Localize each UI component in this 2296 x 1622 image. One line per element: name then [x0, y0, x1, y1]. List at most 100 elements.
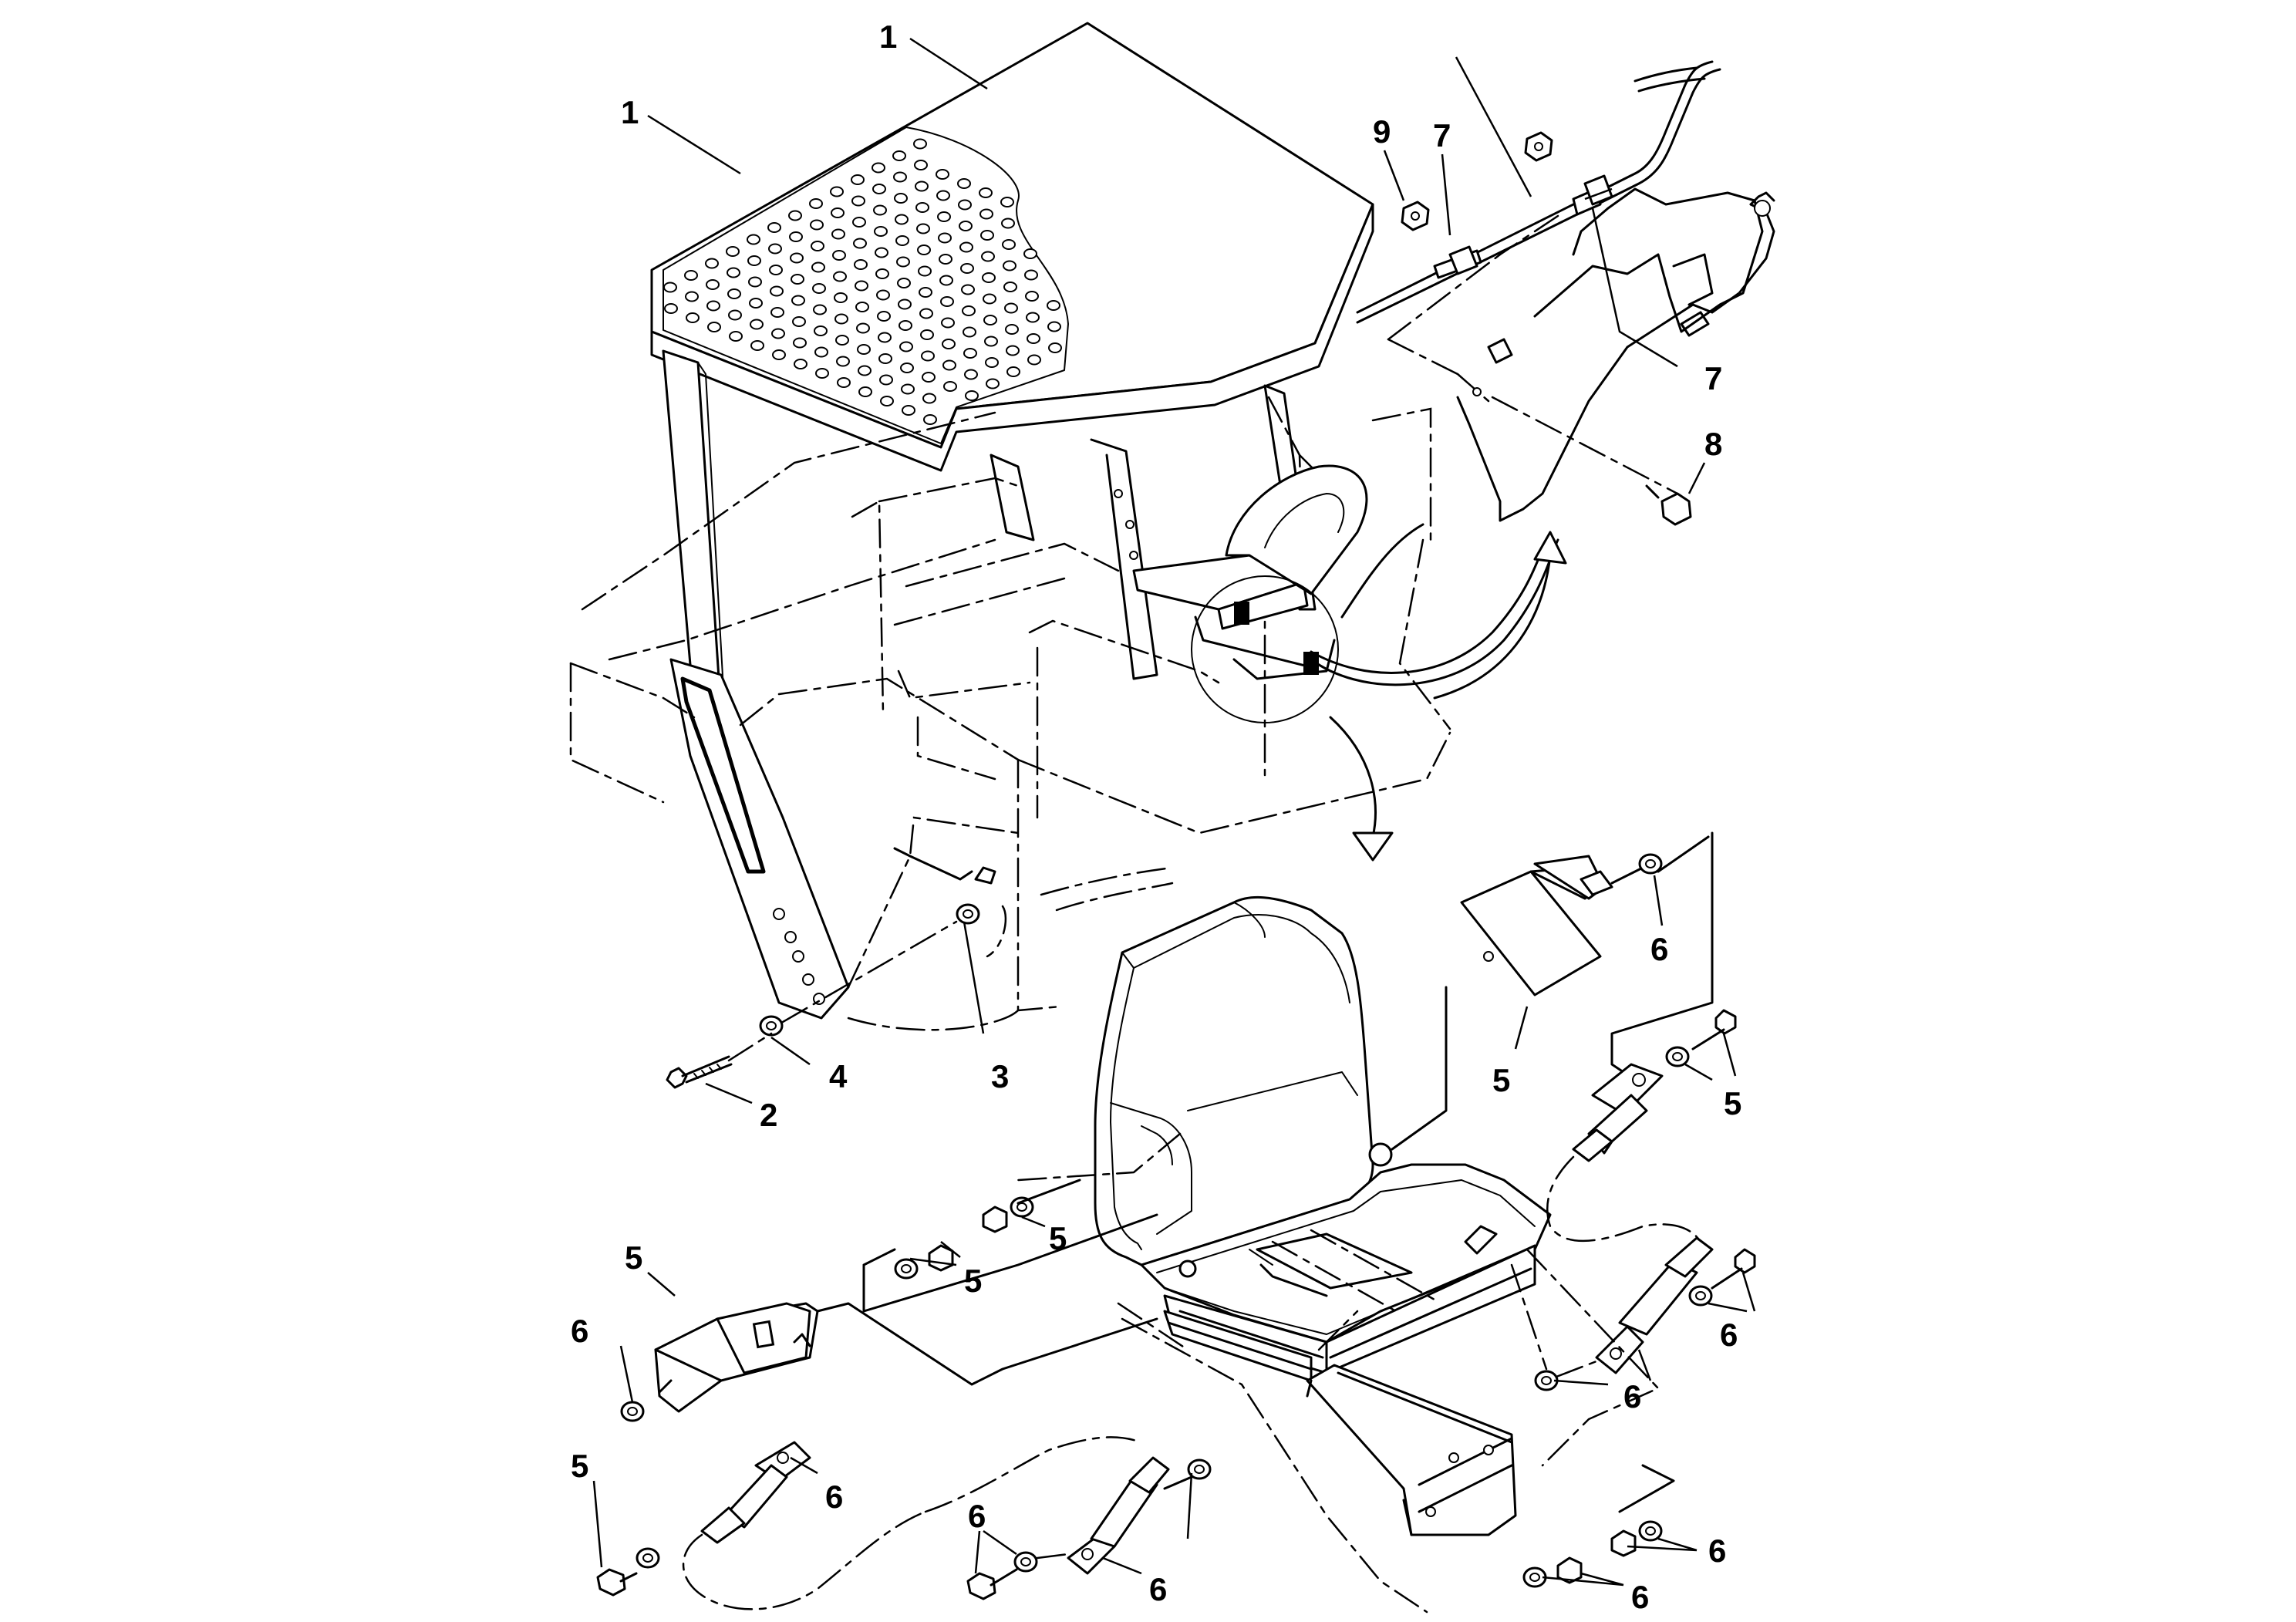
perforation-hole	[1026, 312, 1040, 323]
seat-belt-left	[596, 1436, 1212, 1610]
perforation-hole	[750, 340, 764, 351]
perforation-hole	[985, 357, 999, 368]
perforation-hole	[917, 244, 931, 255]
callout-5-center-b: 5	[964, 1263, 982, 1299]
perforation-hole	[747, 234, 760, 245]
perforation-hole	[832, 250, 846, 261]
callout-6-bottom-left: 6	[968, 1498, 986, 1534]
perforation-hole	[747, 255, 761, 266]
perforation-hole	[1001, 218, 1015, 229]
perforation-hole	[959, 241, 973, 253]
perforation-hole	[727, 267, 740, 278]
perforation-hole	[793, 337, 807, 349]
callout-7-top: 7	[1433, 117, 1451, 153]
perforation-hole	[810, 219, 824, 231]
perforation-hole	[943, 381, 957, 392]
perforation-hole	[1027, 354, 1041, 366]
perforation-hole	[918, 265, 932, 277]
perforation-hole	[705, 258, 719, 269]
perforation-hole	[876, 289, 890, 301]
perforation-hole	[900, 363, 914, 373]
perforation-hole	[813, 304, 827, 315]
perforation-hole	[1000, 197, 1014, 207]
perforation-hole	[1006, 366, 1020, 377]
perforation-hole	[851, 174, 865, 185]
callout-6-right-belt-lower: 6	[1720, 1317, 1738, 1353]
perforation-hole	[726, 246, 740, 257]
canopy-roof	[650, 22, 1374, 472]
perforation-hole	[830, 186, 844, 197]
perforation-hole	[913, 138, 927, 150]
perforation-hole	[769, 265, 783, 275]
callout-5-center-a: 5	[1049, 1220, 1067, 1256]
perforation-hole	[791, 295, 805, 306]
perforation-hole	[902, 405, 915, 416]
detail-arrows	[1329, 531, 1567, 862]
perforation-hole	[811, 241, 824, 251]
perforation-hole	[836, 356, 850, 367]
callout-6-left-belt: 6	[825, 1479, 843, 1515]
perforation-hole	[788, 210, 802, 221]
perforation-hole	[770, 307, 784, 318]
perforation-hole	[1025, 291, 1039, 302]
perforation-hole	[880, 396, 894, 406]
callout-5-lower-switch: 5	[625, 1239, 642, 1276]
callout-7-right: 7	[1704, 360, 1722, 396]
perforation-hole	[982, 272, 996, 283]
perforation-hole	[772, 349, 786, 360]
perforation-hole	[896, 256, 910, 268]
perforation-grid	[663, 138, 1062, 425]
perforation-hole	[916, 223, 930, 234]
callout-2: 2	[760, 1097, 777, 1133]
washer-stack-center	[862, 1179, 1158, 1313]
callout-1-left: 1	[621, 94, 639, 130]
perforation-hole	[960, 263, 974, 274]
perforation-hole	[1047, 300, 1060, 311]
seat-installed-view	[1132, 464, 1559, 723]
perforation-hole	[899, 341, 913, 352]
perforation-hole	[794, 359, 807, 369]
perforation-hole	[748, 276, 762, 288]
callout-6-bottom-center: 6	[1149, 1571, 1167, 1607]
perforation-hole	[875, 247, 888, 258]
perforation-hole	[919, 308, 933, 319]
perforation-hole	[1048, 342, 1062, 353]
perforation-hole	[814, 325, 828, 336]
perforation-hole	[893, 171, 907, 183]
perforation-hole	[898, 298, 912, 310]
seat-switch-bracket-detail	[1356, 56, 1775, 526]
callout-1-top: 1	[879, 19, 897, 55]
perforation-hole	[1004, 302, 1018, 314]
perforation-hole	[963, 326, 976, 338]
perforation-hole	[941, 317, 955, 329]
perforation-hole	[857, 344, 871, 355]
perforation-hole	[980, 230, 994, 241]
perforation-hole	[811, 261, 825, 273]
perforation-hole	[1047, 321, 1061, 332]
perforation-hole	[791, 274, 804, 285]
perforation-hole	[936, 169, 949, 180]
perforation-hole	[875, 268, 889, 279]
perforation-hole	[815, 368, 829, 379]
perforation-hole	[1003, 282, 1017, 292]
perforation-hole	[727, 288, 741, 299]
perforation-hole	[728, 309, 742, 321]
perforation-hole	[685, 291, 699, 302]
callout-4: 4	[829, 1058, 848, 1094]
perforation-hole	[835, 335, 849, 346]
perforation-hole	[768, 243, 782, 255]
perforation-hole	[962, 305, 976, 316]
perforation-hole	[938, 232, 952, 244]
perforation-hole	[686, 312, 700, 323]
perforation-hole	[872, 184, 886, 194]
perforation-hole	[1006, 345, 1020, 356]
perforation-hole	[809, 198, 823, 209]
perforation-hole	[899, 320, 912, 331]
perforation-hole	[834, 292, 848, 303]
perforation-hole	[897, 278, 911, 288]
perforation-hole	[1003, 260, 1017, 271]
perforation-hole	[771, 328, 785, 339]
perforation-hole	[961, 284, 975, 295]
perforation-hole	[858, 386, 872, 397]
rops-mounting-hardware	[666, 847, 996, 1089]
